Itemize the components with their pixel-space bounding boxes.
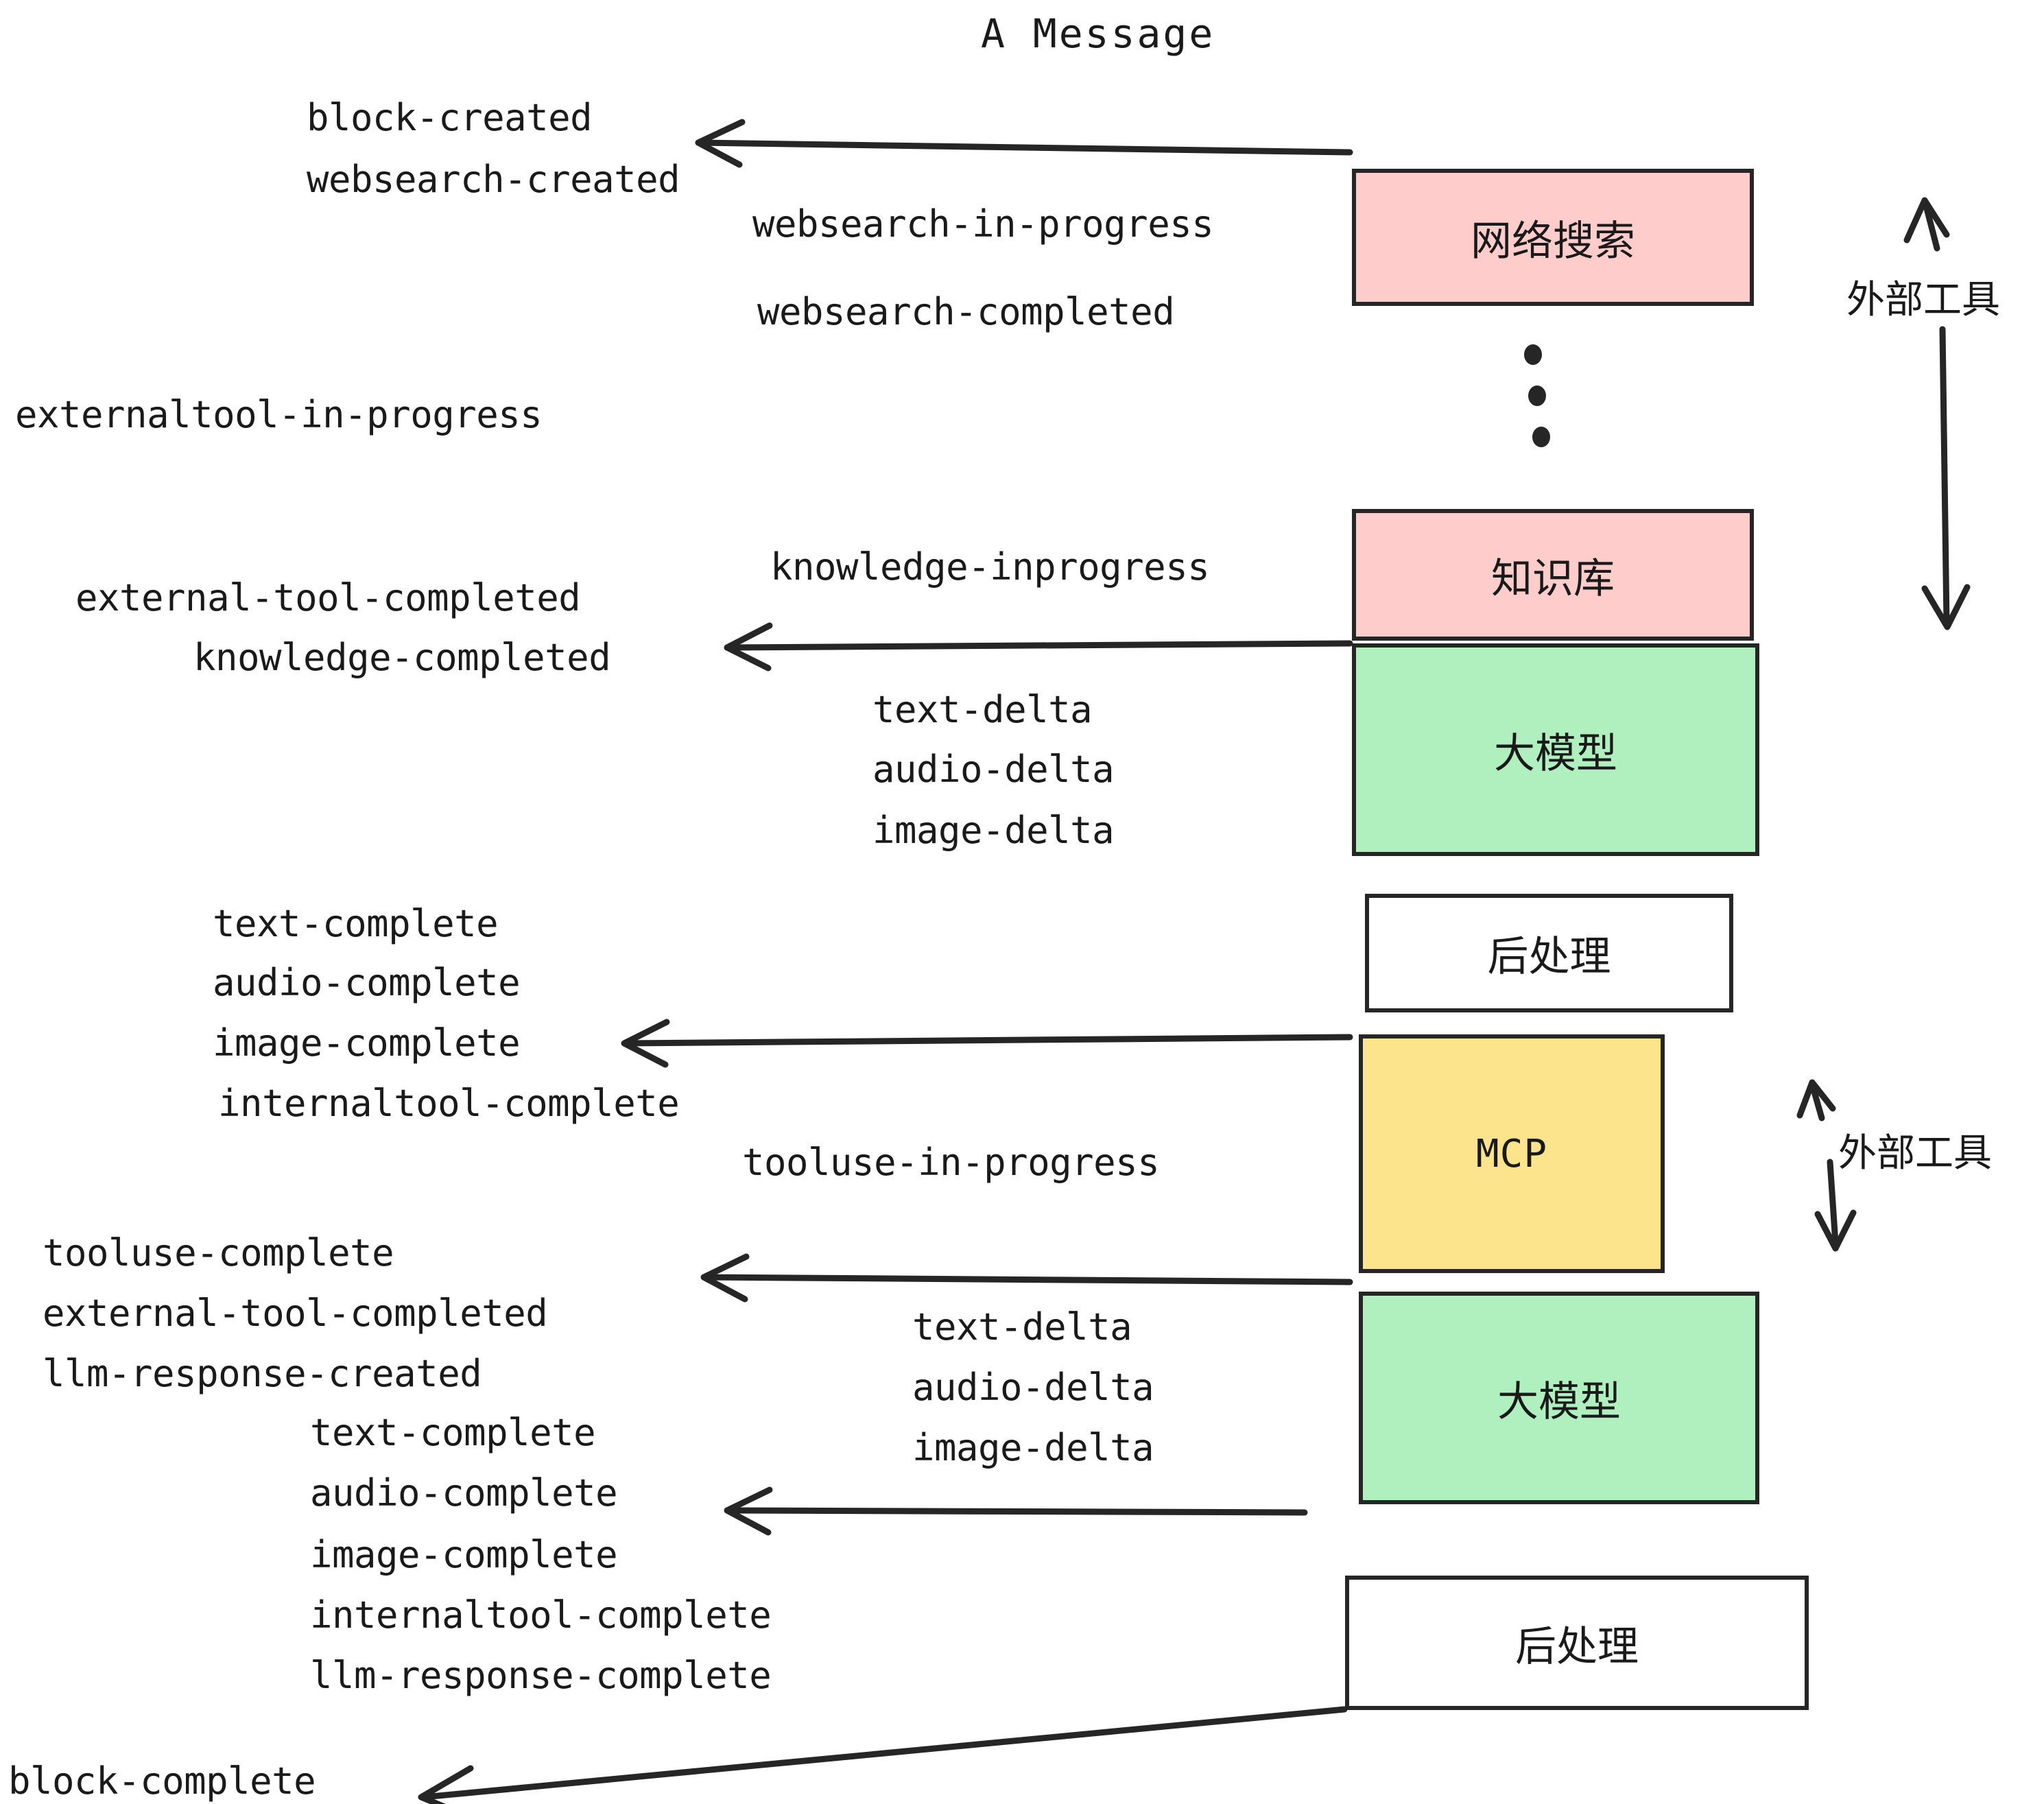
- arrow-knowledge-completed-head: [724, 622, 773, 672]
- event-websearch-completed: websearch-completed: [757, 290, 1175, 333]
- event-websearch-created: websearch-created: [307, 158, 680, 201]
- arrow-image-complete: [622, 1034, 1353, 1047]
- node-postprocess-2[interactable]: 后处理: [1345, 1576, 1809, 1710]
- arrow-external-tool-top-head-up: [1903, 197, 1950, 244]
- event-block-complete: block-complete: [8, 1759, 316, 1803]
- event-image-complete-2: image-complete: [310, 1533, 618, 1576]
- event-image-delta-2: image-delta: [912, 1426, 1154, 1469]
- event-websearch-in-progress: websearch-in-progress: [752, 202, 1214, 246]
- arrow-external-tool-bottom-line-up: [1810, 1086, 1825, 1121]
- event-text-complete-2: text-complete: [310, 1411, 596, 1454]
- node-knowledge-label: 知识库: [1491, 554, 1615, 603]
- event-external-tool-completed-2: external-tool-completed: [43, 1292, 548, 1335]
- node-postprocess-1[interactable]: 后处理: [1365, 894, 1733, 1012]
- event-audio-complete-1: audio-complete: [213, 961, 521, 1004]
- event-text-complete-1: text-complete: [213, 902, 499, 945]
- event-audio-delta-2: audio-delta: [912, 1366, 1154, 1409]
- event-block-created: block-created: [307, 96, 593, 139]
- arrow-block-complete: [420, 1706, 1348, 1801]
- event-llm-response-created: llm-response-created: [43, 1352, 482, 1395]
- node-llm-2-label: 大模型: [1497, 1377, 1621, 1426]
- diagram-title: A Message: [981, 10, 1215, 57]
- event-image-delta-1: image-delta: [872, 809, 1115, 852]
- arrow-tooluse-complete-head: [700, 1253, 750, 1303]
- event-internaltool-complete-2: internaltool-complete: [310, 1593, 772, 1637]
- node-knowledge[interactable]: 知识库: [1352, 509, 1754, 641]
- arrow-audio-complete-head: [724, 1486, 773, 1536]
- ellipsis-dot: [1528, 385, 1546, 406]
- event-internaltool-complete-1: internaltool-complete: [218, 1082, 680, 1125]
- event-knowledge-inprogress: knowledge-inprogress: [770, 545, 1210, 589]
- event-audio-complete-2: audio-complete: [310, 1471, 618, 1515]
- event-audio-delta-1: audio-delta: [872, 748, 1115, 791]
- event-text-delta-1: text-delta: [872, 688, 1093, 731]
- event-image-complete-1: image-complete: [213, 1021, 521, 1065]
- node-mcp[interactable]: MCP: [1359, 1034, 1665, 1273]
- arrow-tooluse-complete: [702, 1274, 1353, 1285]
- event-external-tool-completed-1: external-tool-completed: [75, 576, 581, 619]
- node-llm-1[interactable]: 大模型: [1352, 643, 1759, 856]
- event-tooluse-complete: tooluse-complete: [43, 1231, 394, 1274]
- arrow-websearch-to-created: [696, 139, 1353, 156]
- event-llm-response-complete: llm-response-complete: [310, 1654, 772, 1697]
- side-label-external-tool-top: 外部工具: [1846, 278, 2000, 322]
- event-externaltool-in-progress: externaltool-in-progress: [15, 393, 543, 436]
- event-knowledge-completed: knowledge-completed: [193, 636, 611, 679]
- node-llm-1-label: 大模型: [1494, 729, 1617, 778]
- node-websearch-label: 网络搜索: [1471, 217, 1635, 265]
- arrow-external-tool-bottom-head-down: [1814, 1209, 1857, 1252]
- event-tooluse-in-progress: tooluse-in-progress: [742, 1141, 1160, 1184]
- arrow-image-complete-head: [621, 1019, 670, 1068]
- arrow-block-complete-head: [418, 1765, 474, 1804]
- event-text-delta-2: text-delta: [912, 1305, 1132, 1349]
- arrow-external-tool-top-line-up: [1923, 202, 1940, 252]
- arrow-websearch-to-created-head: [695, 119, 746, 168]
- ellipsis-dot: [1524, 344, 1542, 365]
- ellipsis-dot: [1532, 427, 1550, 447]
- arrow-external-tool-bottom-line-down: [1827, 1159, 1839, 1246]
- node-llm-2[interactable]: 大模型: [1359, 1292, 1759, 1504]
- arrow-external-tool-top-head-down: [1921, 584, 1971, 630]
- arrow-external-tool-bottom-head-up: [1796, 1079, 1836, 1119]
- node-postprocess-2-label: 后处理: [1515, 1622, 1639, 1671]
- arrow-audio-complete: [725, 1507, 1308, 1516]
- arrow-external-tool-top-line-down: [1939, 326, 1950, 626]
- node-websearch[interactable]: 网络搜索: [1352, 169, 1754, 306]
- node-mcp-label: MCP: [1475, 1131, 1548, 1176]
- side-label-external-tool-bottom: 外部工具: [1838, 1131, 1992, 1176]
- arrow-knowledge-completed: [725, 640, 1353, 651]
- node-postprocess-1-label: 后处理: [1487, 933, 1611, 981]
